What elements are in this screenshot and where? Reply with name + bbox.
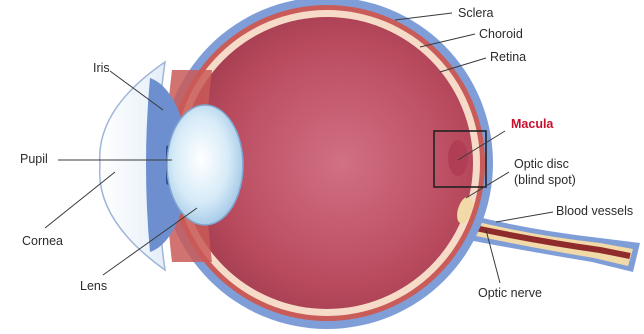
label-blind-spot: (blind spot) bbox=[514, 173, 576, 187]
label-optic-nerve: Optic nerve bbox=[478, 286, 542, 300]
label-lens: Lens bbox=[80, 279, 107, 293]
label-pupil: Pupil bbox=[20, 152, 48, 166]
label-choroid: Choroid bbox=[479, 27, 523, 41]
label-retina: Retina bbox=[490, 50, 526, 64]
label-sclera: Sclera bbox=[458, 6, 493, 20]
optic-nerve bbox=[458, 215, 640, 272]
label-macula: Macula bbox=[511, 117, 554, 131]
leader-blood-vessels bbox=[496, 212, 553, 222]
label-cornea: Cornea bbox=[22, 234, 63, 248]
macula-spot bbox=[448, 140, 468, 176]
lens-shape bbox=[167, 105, 243, 225]
label-optic-disc: Optic disc bbox=[514, 157, 569, 171]
label-iris: Iris bbox=[93, 61, 110, 75]
label-blood-vessels: Blood vessels bbox=[556, 204, 633, 218]
